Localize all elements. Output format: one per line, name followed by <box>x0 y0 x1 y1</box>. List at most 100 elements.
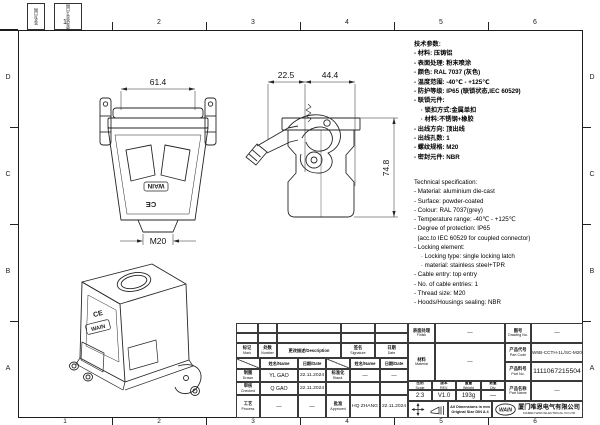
scale-label: 比例 Scale <box>408 381 432 390</box>
spec-line: · Locking type: single locking latch <box>414 252 515 260</box>
tick <box>112 418 114 425</box>
part-code-label: 产品代号 Part Code <box>505 343 531 362</box>
diagonal-cell <box>326 358 350 369</box>
spec-line: - Thread size: M20 <box>414 289 466 297</box>
tick <box>583 224 591 226</box>
spec-line: - 出线方向: 顶出线 <box>414 125 465 133</box>
grid-row-label-left: A <box>5 365 11 372</box>
grid-col-label-top: 2 <box>157 19 161 26</box>
checked-label: 审核 Checked <box>236 382 260 395</box>
rev-cell <box>236 323 258 333</box>
tick <box>10 224 18 226</box>
rev-cell <box>277 323 341 333</box>
tick <box>112 22 114 30</box>
standardized-date: — <box>380 369 408 382</box>
grid-col-label-bottom: 4 <box>345 417 349 425</box>
tick <box>583 321 591 323</box>
scale-value: 2:3 <box>408 390 432 401</box>
dim-front-width: 61.4 <box>150 77 167 87</box>
part-no-label: 产品料号 Part No. <box>505 362 531 381</box>
note-line-2: Original Size DIN A 4 <box>451 409 489 414</box>
wain-marking: WAIN <box>147 182 164 189</box>
tick <box>300 418 302 425</box>
spec-line: (acc.to IEC 60529 for coupled connector) <box>414 234 531 242</box>
specs-chinese: 技术参数: - 材料: 压铸铝 - 表面处理: 粉末喷涂 - 颜色: RAL 7… <box>414 40 584 162</box>
grid-col-label-top: 6 <box>533 19 537 26</box>
date-header: 日期/Date <box>380 358 408 369</box>
label-cn: 批准 <box>333 401 343 406</box>
note-line-1: All Dimensions in mm <box>450 404 490 409</box>
label-cn: 数量 <box>489 381 497 386</box>
rev-cell <box>375 333 408 343</box>
wain-marking-iso: WAIN <box>91 324 106 333</box>
projection-symbols <box>408 401 448 418</box>
rev-cell <box>341 333 375 343</box>
process-name: — <box>260 395 298 418</box>
drawn-name: YL GAO <box>260 369 298 382</box>
material-label: 材料 Material <box>408 343 435 381</box>
process-date: — <box>298 395 326 418</box>
tick <box>10 321 18 323</box>
rev-cell <box>341 323 375 333</box>
label-en: Approved <box>330 406 346 411</box>
spec-line: - 颜色: RAL 7037 (灰色) <box>414 69 481 77</box>
part-name-value: — <box>531 381 583 401</box>
isometric-view: CE WAIN <box>69 263 202 396</box>
finish-value: — <box>435 323 505 343</box>
label-en: Stand. <box>332 375 344 380</box>
specs-english: Technical specification: - Material: alu… <box>414 178 584 307</box>
standardized-label: 标准化 Stand. <box>326 369 350 382</box>
label-en: Qty. <box>489 385 497 390</box>
spec-line: - Hoods/Housings sealing: NBR <box>414 298 502 306</box>
empty-cell <box>380 382 408 395</box>
label-en: Date <box>387 350 396 355</box>
spec-line: · material: stainless steel+TPR <box>414 262 505 270</box>
dim-body-height: 74.8 <box>381 159 391 176</box>
projection-symbol-icons <box>411 403 444 416</box>
drawing-no-value: — <box>531 323 583 343</box>
ce-marking-iso: CE <box>93 310 104 319</box>
wain-logo: WAIN <box>495 403 516 416</box>
spec-line: - Degree of protection: IP65 <box>414 225 491 233</box>
label-cn: 处数 <box>263 345 272 350</box>
spec-line: - 联锁元件: <box>414 97 445 105</box>
spec-line: · 锁扣方式:金属单扣 <box>414 106 477 114</box>
name-header: 姓名/Name <box>350 358 380 369</box>
checked-name: Q GAO <box>260 382 298 395</box>
frame-extension-line <box>0 29 18 31</box>
spec-line: · 材料:不锈钢+橡胶 <box>414 116 474 124</box>
grid-row-label-left: D <box>5 74 11 81</box>
dimension-note: All Dimensions in mm Original Size DIN A… <box>448 401 492 418</box>
hood-front-outline <box>99 97 217 233</box>
label-cn: 标准化 <box>331 370 345 375</box>
label-en: Scale <box>415 385 425 390</box>
part-name-label: 产品名称 Part Name <box>505 381 531 401</box>
weight-label: 重量 Weight <box>456 381 481 390</box>
rev-label: 版本 REV. <box>432 381 456 390</box>
binding-box-1-text: 签名/日期 <box>32 7 38 26</box>
drawn-label: 制图 Drawn <box>236 369 260 382</box>
tick <box>488 22 490 30</box>
tick <box>206 22 208 30</box>
label-cn: 比例 <box>416 381 424 386</box>
grid-col-label-top: 1 <box>63 19 67 26</box>
label-en: Material <box>415 362 428 367</box>
rev-cell <box>277 333 341 343</box>
width-dimension <box>120 87 196 110</box>
rev-cell <box>258 323 277 333</box>
grid-row-label-left: B <box>5 268 11 275</box>
label-cn: 表面处理 <box>412 327 431 333</box>
label-cn: 标记 <box>242 345 252 350</box>
approved-label: 批准 Approved <box>326 395 350 418</box>
qty-label: 数量 Qty. <box>481 381 505 390</box>
label-cn: 制图 <box>243 370 253 375</box>
date-header: 日期/Date <box>298 358 326 369</box>
rev-header-date: 日期 Date <box>375 343 408 358</box>
rev-header-description: 更改描述/Description <box>277 343 341 358</box>
iso-markings: CE WAIN <box>85 310 111 335</box>
grid-col-label-bottom: 2 <box>157 417 161 425</box>
label-en: Drawn <box>242 375 254 380</box>
label-cn: 产品代号 <box>509 347 527 352</box>
label-en: Signature <box>350 350 366 355</box>
hood-side-outline <box>281 117 361 218</box>
